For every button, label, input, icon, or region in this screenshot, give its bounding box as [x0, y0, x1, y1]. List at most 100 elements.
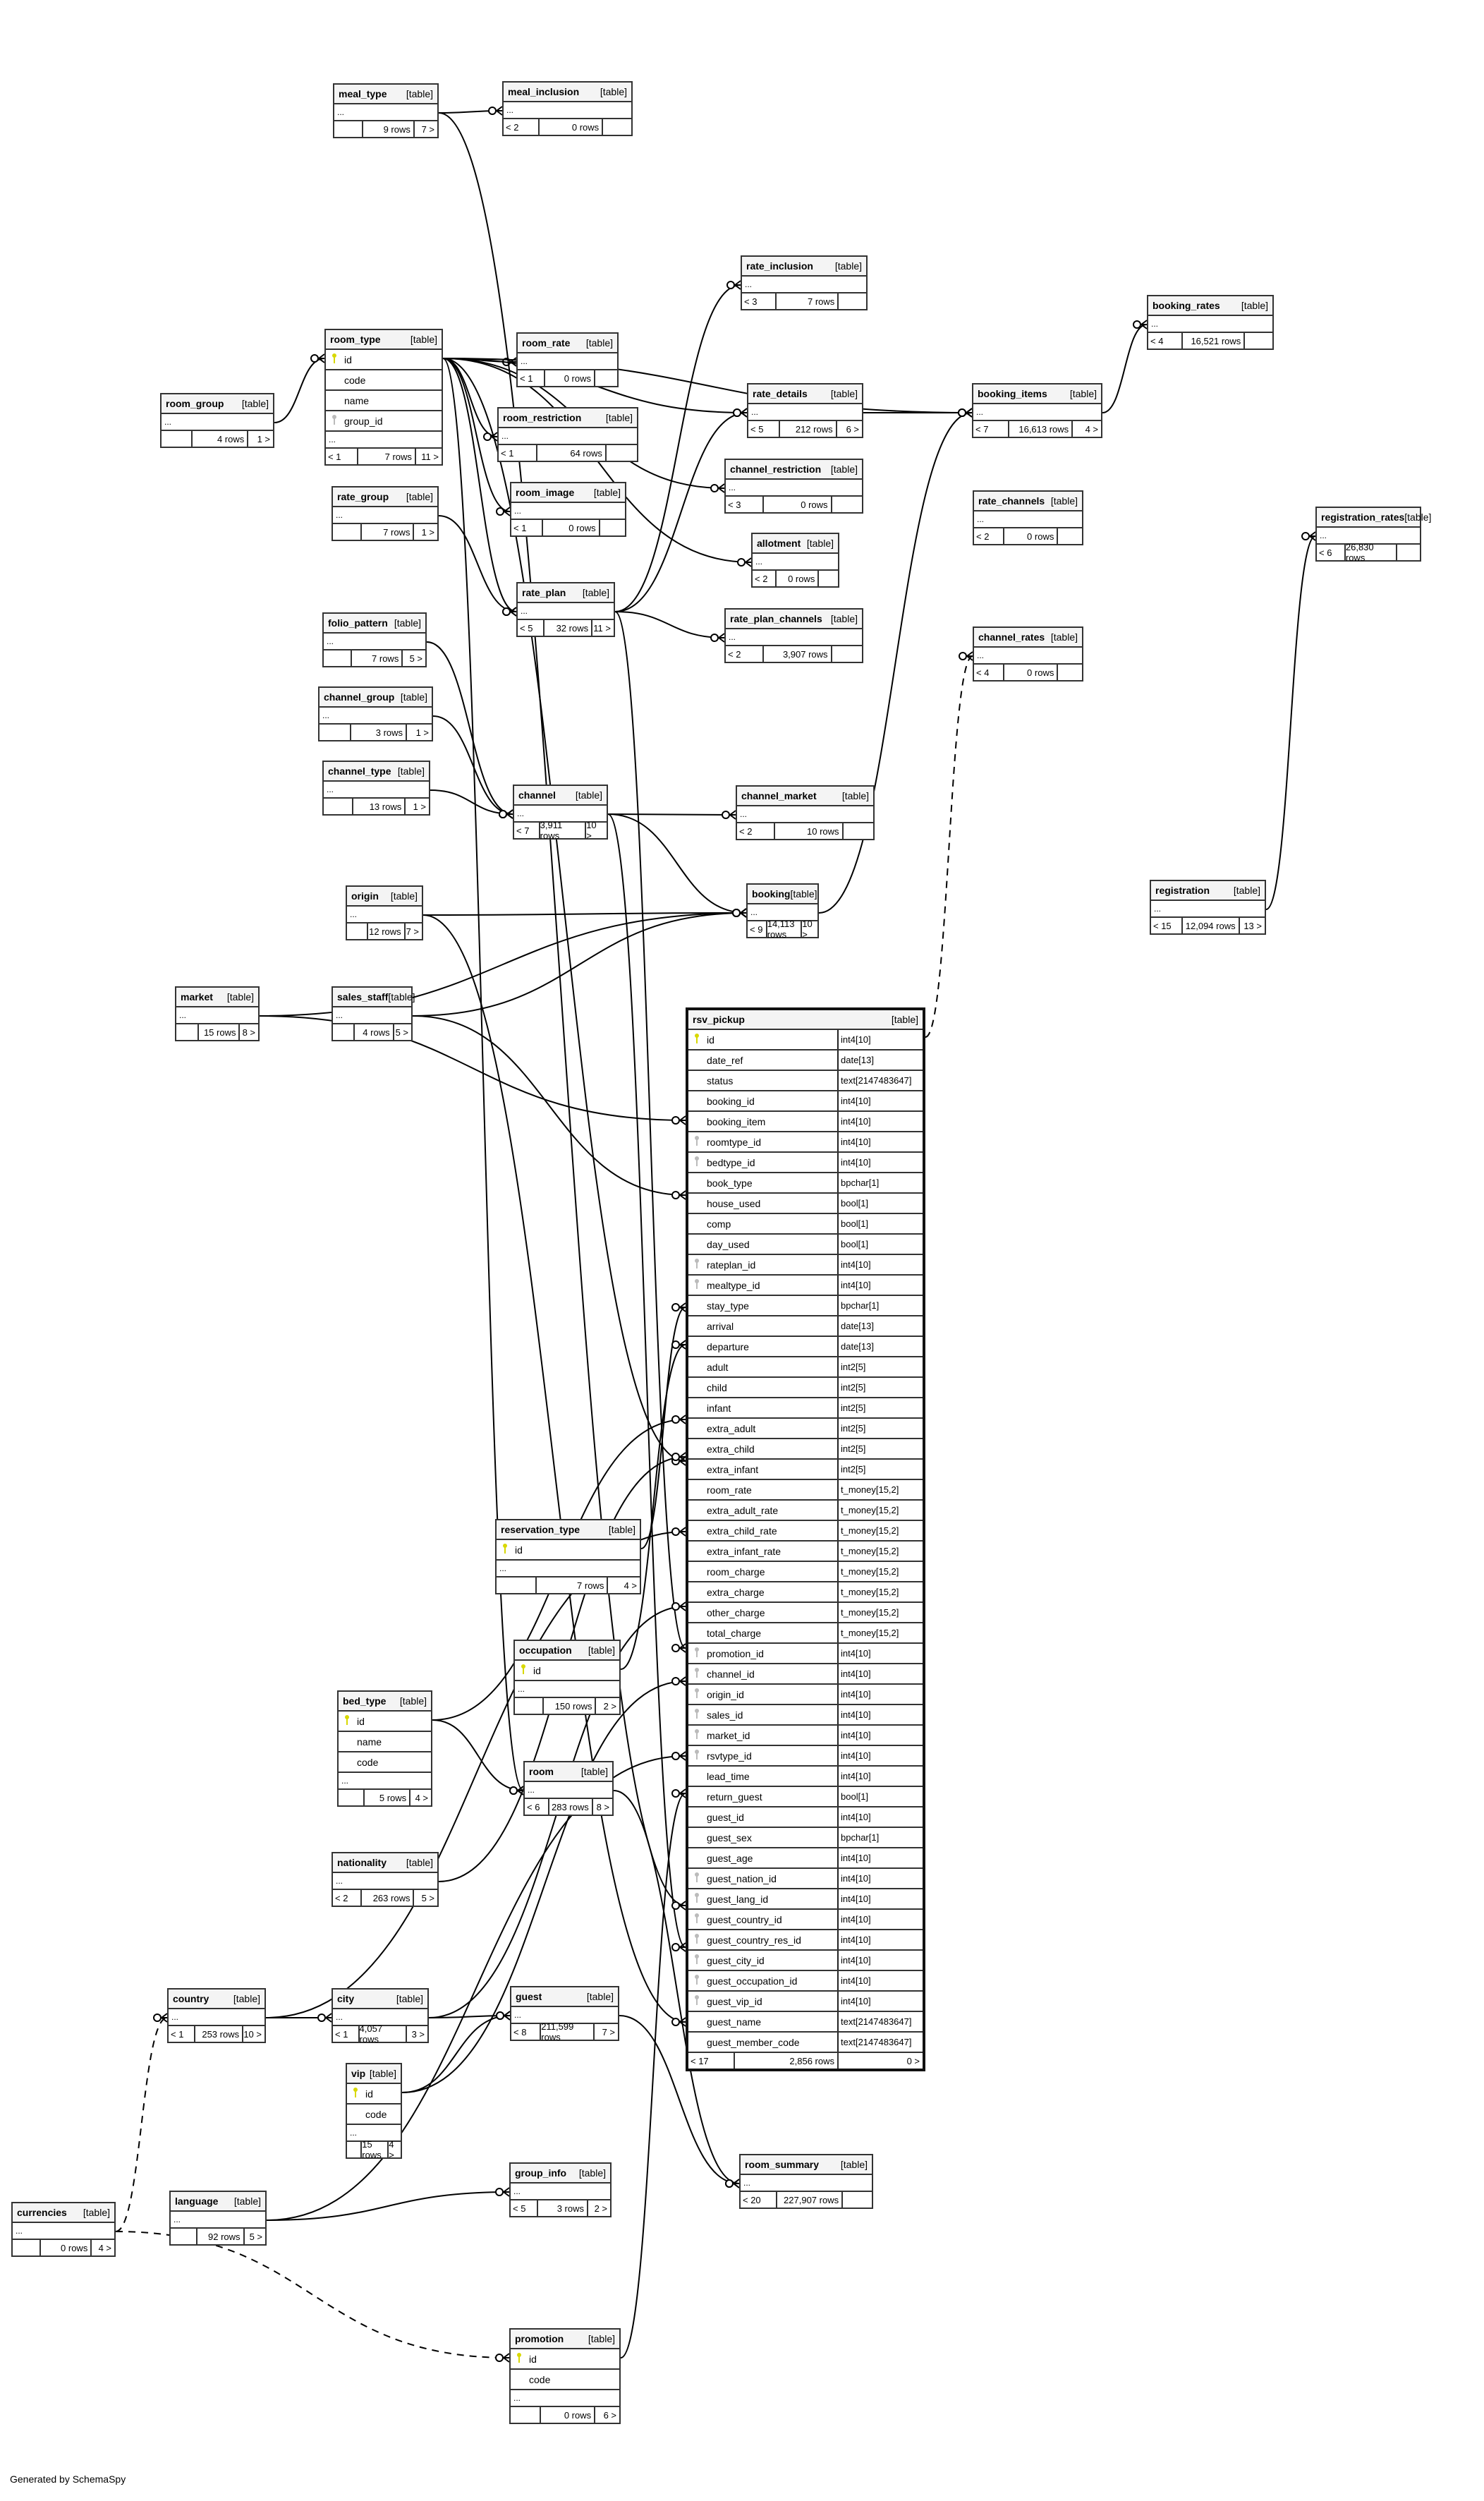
parent-count-link[interactable]: < 7 [514, 823, 540, 838]
table-name[interactable]: folio_pattern [328, 617, 388, 629]
table-name[interactable]: meal_inclusion [508, 86, 580, 97]
parent-count-link[interactable] [511, 2407, 542, 2423]
child-count-link[interactable]: 1 > [413, 801, 426, 812]
table-name[interactable]: registration_rates [1321, 511, 1405, 523]
parent-count-link[interactable] [339, 1790, 365, 1805]
table-name[interactable]: channel_rates [978, 631, 1045, 643]
parent-count-link[interactable]: < 5 [748, 421, 781, 437]
table-name[interactable]: channel_market [741, 790, 817, 801]
table-name[interactable]: channel [518, 789, 556, 801]
child-count-link[interactable]: 5 > [249, 2231, 262, 2242]
table-name[interactable]: room_type [330, 334, 381, 345]
table-name[interactable]: booking_rates [1152, 300, 1220, 311]
parent-count-link[interactable]: < 1 [518, 370, 546, 386]
column-row[interactable]: group_id [326, 411, 442, 432]
column-row[interactable]: id [339, 1712, 431, 1732]
parent-count-link[interactable]: < 17 [688, 2053, 736, 2069]
column-row[interactable]: id [511, 2349, 619, 2370]
parent-count-link[interactable] [171, 2229, 197, 2244]
parent-count-link[interactable]: < 2 [753, 571, 777, 586]
table-name[interactable]: rate_details [753, 388, 808, 399]
child-count-link[interactable]: 5 > [395, 1027, 408, 1038]
column-row[interactable]: code [347, 2105, 401, 2125]
child-count-link[interactable] [844, 823, 873, 839]
table-name[interactable]: room_rate [522, 337, 571, 349]
table-name[interactable]: allotment [757, 538, 801, 549]
parent-count-link[interactable]: < 8 [511, 2024, 542, 2040]
child-count-link[interactable]: 4 > [1085, 423, 1098, 435]
table-name[interactable]: booking [752, 888, 791, 900]
table-name[interactable]: promotion [515, 2333, 564, 2344]
parent-count-link[interactable]: < 3 [742, 293, 777, 309]
parent-count-link[interactable] [324, 799, 353, 814]
parent-count-link[interactable]: < 7 [973, 421, 1009, 437]
table-name[interactable]: rate_channels [978, 495, 1045, 507]
parent-count-link[interactable] [347, 2142, 363, 2157]
table-name[interactable]: rate_group [337, 491, 389, 502]
column-row[interactable]: code [326, 370, 442, 391]
child-count-link[interactable]: 1 > [421, 526, 434, 538]
parent-count-link[interactable] [515, 1698, 545, 1714]
child-count-link[interactable]: 5 > [409, 653, 422, 664]
column-row[interactable]: name [326, 391, 442, 411]
table-name[interactable]: currencies [17, 2207, 67, 2218]
child-count-link[interactable] [1245, 333, 1272, 349]
child-count-link[interactable]: 11 > [593, 622, 611, 634]
child-count-link[interactable] [603, 119, 631, 135]
table-name[interactable]: nationality [337, 1857, 387, 1868]
table-name[interactable]: rsv_pickup [693, 1014, 745, 1025]
table-name[interactable]: meal_type [339, 88, 387, 99]
table-name[interactable]: room [529, 1766, 554, 1777]
table-name[interactable]: vip [351, 2068, 366, 2079]
child-count-link[interactable]: 10 > [586, 820, 597, 841]
column-row[interactable]: code [511, 2370, 619, 2390]
parent-count-link[interactable]: < 5 [518, 620, 545, 636]
child-count-link[interactable]: 6 > [846, 423, 859, 435]
child-count-link[interactable]: 2 > [594, 2203, 607, 2214]
table-name[interactable]: room_restriction [503, 412, 582, 423]
parent-count-link[interactable] [162, 431, 193, 447]
table-name[interactable]: group_info [515, 2167, 567, 2179]
child-count-link[interactable]: 4 > [98, 2242, 111, 2253]
